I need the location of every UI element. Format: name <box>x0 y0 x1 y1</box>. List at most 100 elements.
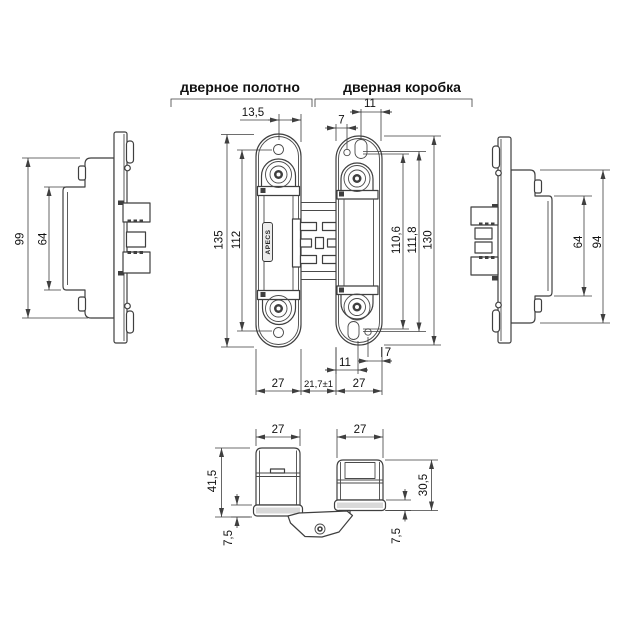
front-view-frame-half <box>335 135 383 346</box>
dim-7-bottom: 7 <box>385 347 391 359</box>
linkage-arm <box>299 221 318 232</box>
dim-110-6: 110,6 <box>391 226 403 254</box>
dim-group-110-6: 110,6 <box>363 153 409 330</box>
dim-112: 112 <box>231 231 243 249</box>
frame-pivot-pin-top <box>343 165 371 192</box>
leaf-pivot-band-top <box>256 185 301 197</box>
dim-group-64-left: 64 <box>38 186 82 291</box>
leaf-plate-notch-top <box>124 164 131 172</box>
leaf-body-tab-top <box>77 165 87 181</box>
top-view: 27 27 41,5 7,5 30,5 7,5 <box>207 424 438 546</box>
dim-group-widths-bottom: 27 21,7±1 27 <box>255 347 383 395</box>
dim-30-5: 30,5 <box>418 474 430 496</box>
leaf-plate-catch-top <box>118 200 124 205</box>
dim-11-top: 11 <box>364 98 376 110</box>
frame-side-view: 64 94 <box>470 136 610 344</box>
linkage-arm <box>299 254 318 265</box>
dim-group-7-5-left: 7,5 <box>223 494 252 546</box>
dim-41-5: 41,5 <box>207 470 219 492</box>
leaf-screw-hole-top <box>273 144 284 155</box>
leaf-body-profile <box>62 157 115 319</box>
dim-27-leaf-bottom: 27 <box>272 378 285 390</box>
label-door-frame: дверная коробка <box>343 79 461 95</box>
frame-plate-notch-bottom <box>495 301 502 309</box>
top-view-frame-window <box>344 462 376 479</box>
frame-slot-bottom <box>347 321 360 340</box>
leaf-plate-lug-top <box>125 140 135 164</box>
frame-pivot-pin-bottom <box>343 293 371 321</box>
leaf-side-view: 99 64 <box>15 131 151 344</box>
leaf-faceplate <box>113 131 128 344</box>
frame-pivot-band-bottom <box>336 285 379 296</box>
bracket-door-frame <box>314 98 473 107</box>
frame-set-screw-top <box>339 191 344 197</box>
dim-group-112: 112 <box>231 149 272 332</box>
dim-group-99: 99 <box>15 157 88 319</box>
dim-group-7-bottom: 7 <box>358 337 392 364</box>
frame-plate-catch-top <box>492 204 498 209</box>
leaf-set-screw-top <box>260 188 266 193</box>
leaf-body-tab-bottom <box>77 296 87 312</box>
frame-body-profile <box>510 169 553 324</box>
dim-130: 130 <box>423 230 435 249</box>
dim-99: 99 <box>15 233 27 246</box>
leaf-pivot-band-bottom <box>256 289 301 301</box>
dim-11-bottom: 11 <box>339 357 351 369</box>
dim-7-5-right: 7,5 <box>391 528 403 544</box>
top-view-leaf-clip <box>269 468 286 474</box>
leaf-set-screw-bottom <box>260 292 266 297</box>
dim-21-7: 21,7±1 <box>304 379 333 390</box>
dim-27-top-view-frame: 27 <box>354 424 367 436</box>
dim-group-7-top: 7 <box>325 115 358 149</box>
dim-64-left: 64 <box>38 232 50 245</box>
top-view-leaf-plate-fill <box>256 507 300 514</box>
dim-group-130: 130 <box>384 135 441 346</box>
linkage-rail-top <box>301 202 336 211</box>
leaf-pivot-pin-top <box>265 161 292 188</box>
leaf-plate-lug-bottom <box>125 310 135 334</box>
dim-group-41-5: 41,5 <box>207 447 250 518</box>
dim-group-7-5-right: 7,5 <box>386 489 411 544</box>
header: дверное полотно дверная коробка <box>170 79 473 107</box>
brand-logo-plate <box>262 222 273 262</box>
dim-13-5: 13,5 <box>242 107 264 119</box>
front-view-leaf-half: APECS <box>255 133 302 348</box>
top-view-leaf-detail <box>256 450 300 505</box>
dim-27-top-view-leaf: 27 <box>272 424 285 436</box>
frame-pivot-block-side <box>470 206 499 276</box>
dim-7-5-left: 7,5 <box>223 530 235 546</box>
linkage-rail-bottom <box>301 271 336 280</box>
leaf-pivot-pin-bottom <box>265 295 292 322</box>
frame-body-tab-bottom <box>533 298 543 313</box>
linkage-bar-left <box>291 218 302 268</box>
frame-body-tab-top <box>533 179 543 194</box>
brand-logo-text: APECS <box>265 229 272 254</box>
dim-group-135: 135 <box>214 134 254 348</box>
frame-plate-catch-bottom <box>492 276 498 281</box>
dim-group-111-8: 111,8 <box>363 151 426 332</box>
frame-screw-hole-top <box>343 148 351 157</box>
dim-group-94: 94 <box>540 169 610 324</box>
frame-slot-top <box>354 139 368 159</box>
dim-group-11-top: 11 <box>350 98 392 141</box>
bracket-door-leaf <box>170 98 313 107</box>
top-view-frame-detail <box>337 462 383 500</box>
dim-94: 94 <box>592 235 604 248</box>
frame-plate-lug-top <box>491 145 501 169</box>
label-door-leaf: дверное полотно <box>180 79 300 95</box>
dim-group-27-top-view-frame: 27 <box>336 424 384 458</box>
frame-set-screw-bottom <box>339 287 344 293</box>
frame-plate-notch-top <box>495 169 502 177</box>
front-view-dimensions: 135 112 13,5 7 11 110,6 <box>214 98 441 395</box>
frame-pivot-band-top <box>336 189 379 200</box>
dim-group-13-5: 13,5 <box>240 107 302 142</box>
dim-27-frame-bottom: 27 <box>353 378 366 390</box>
leaf-screw-hole-bottom <box>273 327 284 338</box>
linkage-arm <box>299 238 313 248</box>
top-view-arm-pivot <box>314 523 326 535</box>
dim-group-27-top-view-leaf: 27 <box>255 424 301 446</box>
leaf-plate-catch-bottom <box>118 271 124 276</box>
dim-group-64-right: 64 <box>554 195 592 297</box>
frame-capsule-inner <box>338 138 380 343</box>
